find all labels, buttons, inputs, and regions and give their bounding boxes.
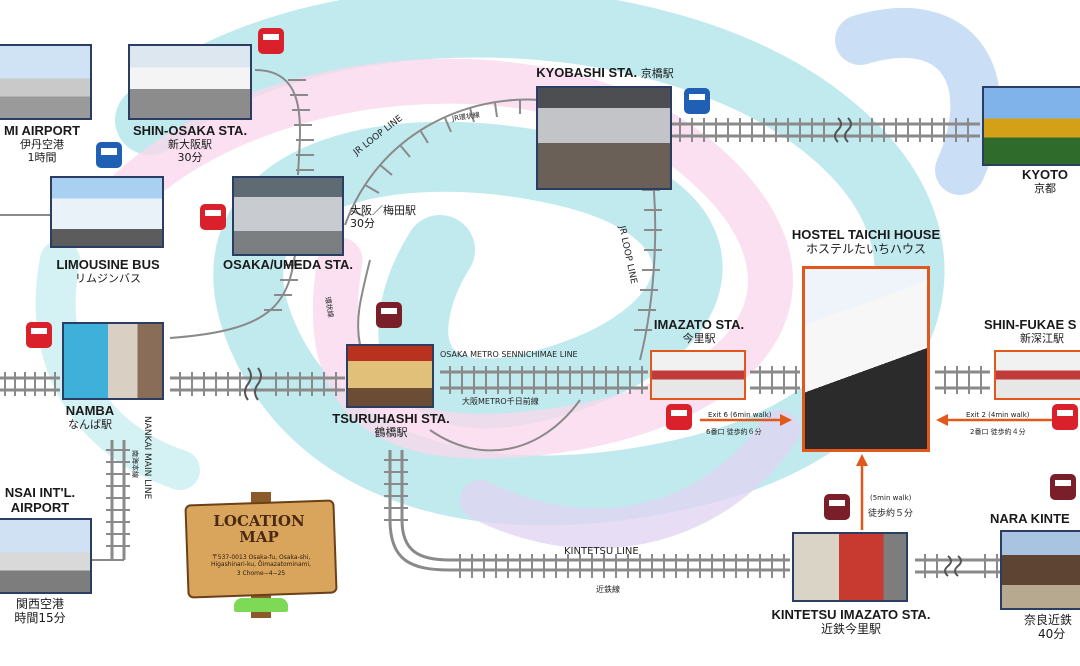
shin-osaka-name: SHIN-OSAKA STA.	[132, 123, 248, 138]
shin-osaka-label: SHIN-OSAKA STA. 新大阪駅 30分	[122, 123, 258, 164]
hostel-jp: ホステルたいちハウス	[805, 241, 926, 256]
shin-osaka-photo	[128, 44, 252, 120]
hostel-photo	[802, 266, 930, 452]
grass	[234, 598, 288, 612]
train-red-icon	[1052, 404, 1078, 430]
kyoto-name: KYOTO	[1022, 167, 1068, 182]
limousine-bus-photo	[50, 176, 164, 248]
umeda-jp: 大阪／梅田駅	[350, 204, 416, 217]
nankai-label: NANKAI MAIN LINE	[142, 416, 152, 500]
kansai-jp: 関西空港	[15, 597, 64, 611]
kansai-jp-label: 関西空港 時間15分	[0, 597, 80, 626]
shin-fukae-photo	[994, 350, 1080, 400]
kyoto-jp: 京都	[1034, 181, 1056, 195]
exit6-jp-note: 6番口 徒歩約６分	[706, 428, 762, 436]
train-maroon-icon	[824, 494, 850, 520]
nankai-jp-label: 南海本線	[131, 450, 139, 478]
kintetsu-line-label: KINTETSU LINE	[564, 546, 639, 557]
sennichimae-jp-label: 大阪METRO千日前線	[462, 397, 539, 406]
sign-title-1: LOCATION	[213, 512, 305, 530]
tsuruhashi-jp: 鶴橋駅	[374, 425, 408, 439]
limousine-jp: リムジンバス	[75, 271, 141, 285]
sign-address-2: Higashinari-ku, Ōimazatominami,	[210, 561, 312, 568]
kintetsu-line-jp-label: 近鉄線	[596, 585, 620, 594]
kintetsu-imazato-name: KINTETSU IMAZATO STA.	[771, 607, 931, 622]
namba-photo	[62, 322, 164, 400]
nara-jp-label: 奈良近鉄 40分	[1024, 613, 1080, 642]
train-red-icon	[200, 204, 226, 230]
kintetsu-imazato-jp: 近鉄今里駅	[820, 621, 881, 636]
kansai-name-1: NSAI INT'L.	[4, 485, 76, 500]
umeda-label: OSAKA/UMEDA STA.	[210, 257, 366, 273]
nara-time: 40分	[1038, 626, 1066, 641]
shin-fukae-name: SHIN-FUKAE S	[984, 317, 1077, 332]
exit2-note: Exit 2 (4min walk)	[966, 411, 1030, 419]
imazato-name: IMAZATO STA.	[653, 317, 745, 332]
imazato-jp: 今里駅	[682, 331, 716, 345]
train-maroon-icon	[376, 302, 402, 328]
umeda-name: OSAKA/UMEDA STA.	[223, 257, 353, 272]
hostel-name: HOSTEL TAICHI HOUSE	[791, 227, 941, 242]
sennichimae-label: OSAKA METRO SENNICHIMAE LINE	[440, 350, 578, 359]
nara-label: NARA KINTE	[990, 511, 1080, 527]
namba-jp: なんば駅	[68, 417, 112, 431]
tsuruhashi-label: TSURUHASHI STA. 鶴橋駅	[326, 411, 456, 440]
train-red-icon	[258, 28, 284, 54]
sign-address-3: 3 Chome−4−25	[236, 570, 286, 577]
walking-arrows	[700, 414, 1060, 530]
train-blue-icon	[684, 88, 710, 114]
itami-jp: 伊丹空港	[20, 137, 64, 151]
kansai-airport-photo	[0, 518, 92, 594]
sign-address-1: 〒537-0013 Osaka-fu, Osaka-shi,	[211, 554, 311, 561]
kyoto-photo	[982, 86, 1080, 166]
location-map-sign: LOCATION MAP 〒537-0013 Osaka-fu, Osaka-s…	[184, 492, 338, 618]
railway-tracks	[0, 69, 1000, 578]
itami-name: MI AIRPORT	[3, 123, 81, 138]
bus-blue-icon	[96, 142, 122, 168]
umeda-time: 30分	[350, 216, 375, 230]
imazato-label: IMAZATO STA. 今里駅	[644, 317, 754, 346]
umeda-jp-label: 大阪／梅田駅 30分	[350, 204, 416, 230]
shin-fukae-label: SHIN-FUKAE S 新深江駅	[984, 317, 1080, 346]
sign-title-2: MAP	[239, 528, 279, 546]
kyobashi-name: KYOBASHI STA. 京橋駅	[536, 65, 674, 80]
hostel-label: HOSTEL TAICHI HOUSE ホステルたいちハウス	[776, 227, 956, 257]
itami-label: MI AIRPORT 伊丹空港 1時間	[0, 123, 84, 164]
umeda-photo	[232, 176, 344, 256]
imazato-photo	[650, 350, 746, 400]
train-red-icon	[666, 404, 692, 430]
train-red-icon	[26, 322, 52, 348]
tsuruhashi-photo	[346, 344, 434, 408]
shin-fukae-jp: 新深江駅	[1020, 331, 1064, 345]
jr-loop-track	[169, 69, 657, 452]
namba-label: NAMBA なんば駅	[60, 403, 120, 432]
kyobashi-photo	[536, 86, 672, 190]
limousine-name: LIMOUSINE BUS	[56, 257, 160, 272]
train-maroon-icon	[1050, 474, 1076, 500]
kyoto-label: KYOTO 京都	[1010, 167, 1080, 196]
kansai-name-2: AIRPORT	[10, 499, 70, 515]
kansai-label: NSAI INT'L. AIRPORT	[0, 485, 80, 516]
limousine-label: LIMOUSINE BUS リムジンバス	[40, 257, 176, 286]
kintetsu-walk-note: (5min walk)	[870, 494, 912, 502]
tsuruhashi-name: TSURUHASHI STA.	[332, 411, 450, 426]
exit2-jp-note: 2番口 徒歩約４分	[970, 428, 1026, 436]
namba-name: NAMBA	[65, 403, 115, 418]
nara-jp: 奈良近鉄	[1024, 613, 1073, 627]
itami-time: 1時間	[27, 150, 57, 164]
kintetsu-walk-jp-note: 徒歩約５分	[868, 509, 914, 519]
kyobashi-label: KYOBASHI STA. 京橋駅	[520, 65, 690, 81]
itami-airport-photo	[0, 44, 92, 120]
shin-osaka-jp: 新大阪駅	[168, 137, 212, 151]
exit6-note: Exit 6 (6min walk)	[708, 411, 772, 419]
kansai-time: 時間15分	[14, 610, 66, 625]
kintetsu-imazato-photo	[792, 532, 908, 602]
nara-name: NARA KINTE	[990, 511, 1070, 526]
shin-osaka-time: 30分	[177, 150, 203, 164]
nara-photo	[1000, 530, 1080, 610]
kintetsu-imazato-label: KINTETSU IMAZATO STA. 近鉄今里駅	[756, 607, 946, 637]
